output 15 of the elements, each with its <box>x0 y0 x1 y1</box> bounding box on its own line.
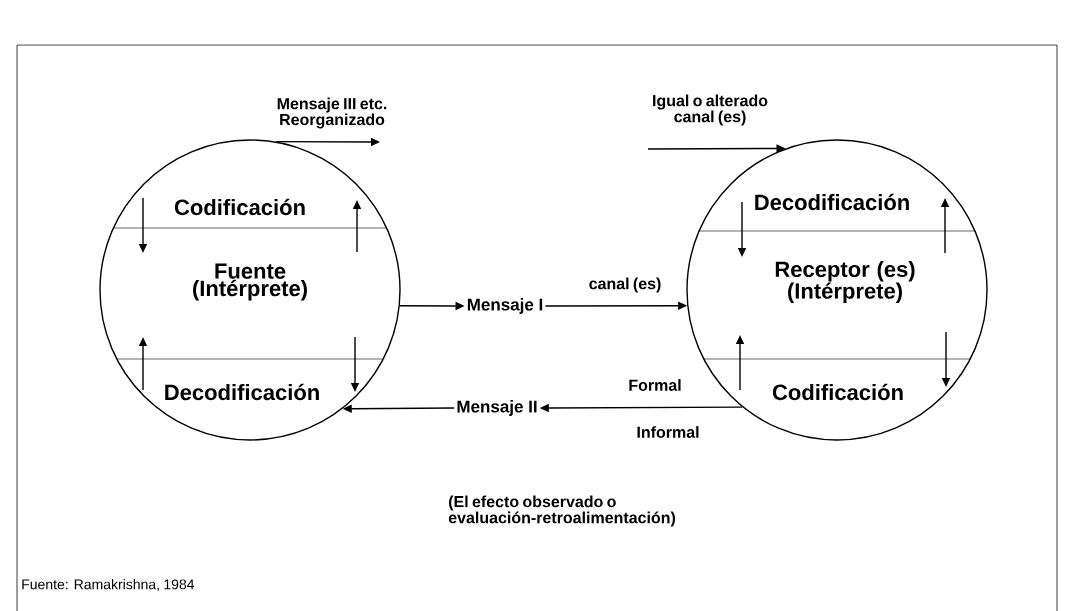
note-text: (El efecto observado o evaluación-retroalimentación) <box>448 495 676 527</box>
edge-label: Igual o alterado canal (es) <box>653 94 768 126</box>
message-label: Mensaje II <box>457 400 537 416</box>
circle-label: Codificación <box>174 198 305 216</box>
circle-label: Codificación <box>772 383 903 401</box>
edge-label: Mensaje III etc. Reorganizado <box>277 97 387 129</box>
circle-label: Decodificación <box>755 193 909 211</box>
edge-label: Formal <box>629 379 681 391</box>
circle-label: Fuente (Intérprete) <box>193 263 307 301</box>
circle-label: Decodificación <box>165 383 319 401</box>
message-label: Mensaje I <box>467 298 543 314</box>
line-label: Informal <box>637 426 699 438</box>
edge-label: canal (es) <box>589 277 661 293</box>
source-note: Fuente: Ramakrishna, 1984 <box>22 579 195 591</box>
circle-label: Receptor (es) (Intérprete) <box>775 260 915 304</box>
